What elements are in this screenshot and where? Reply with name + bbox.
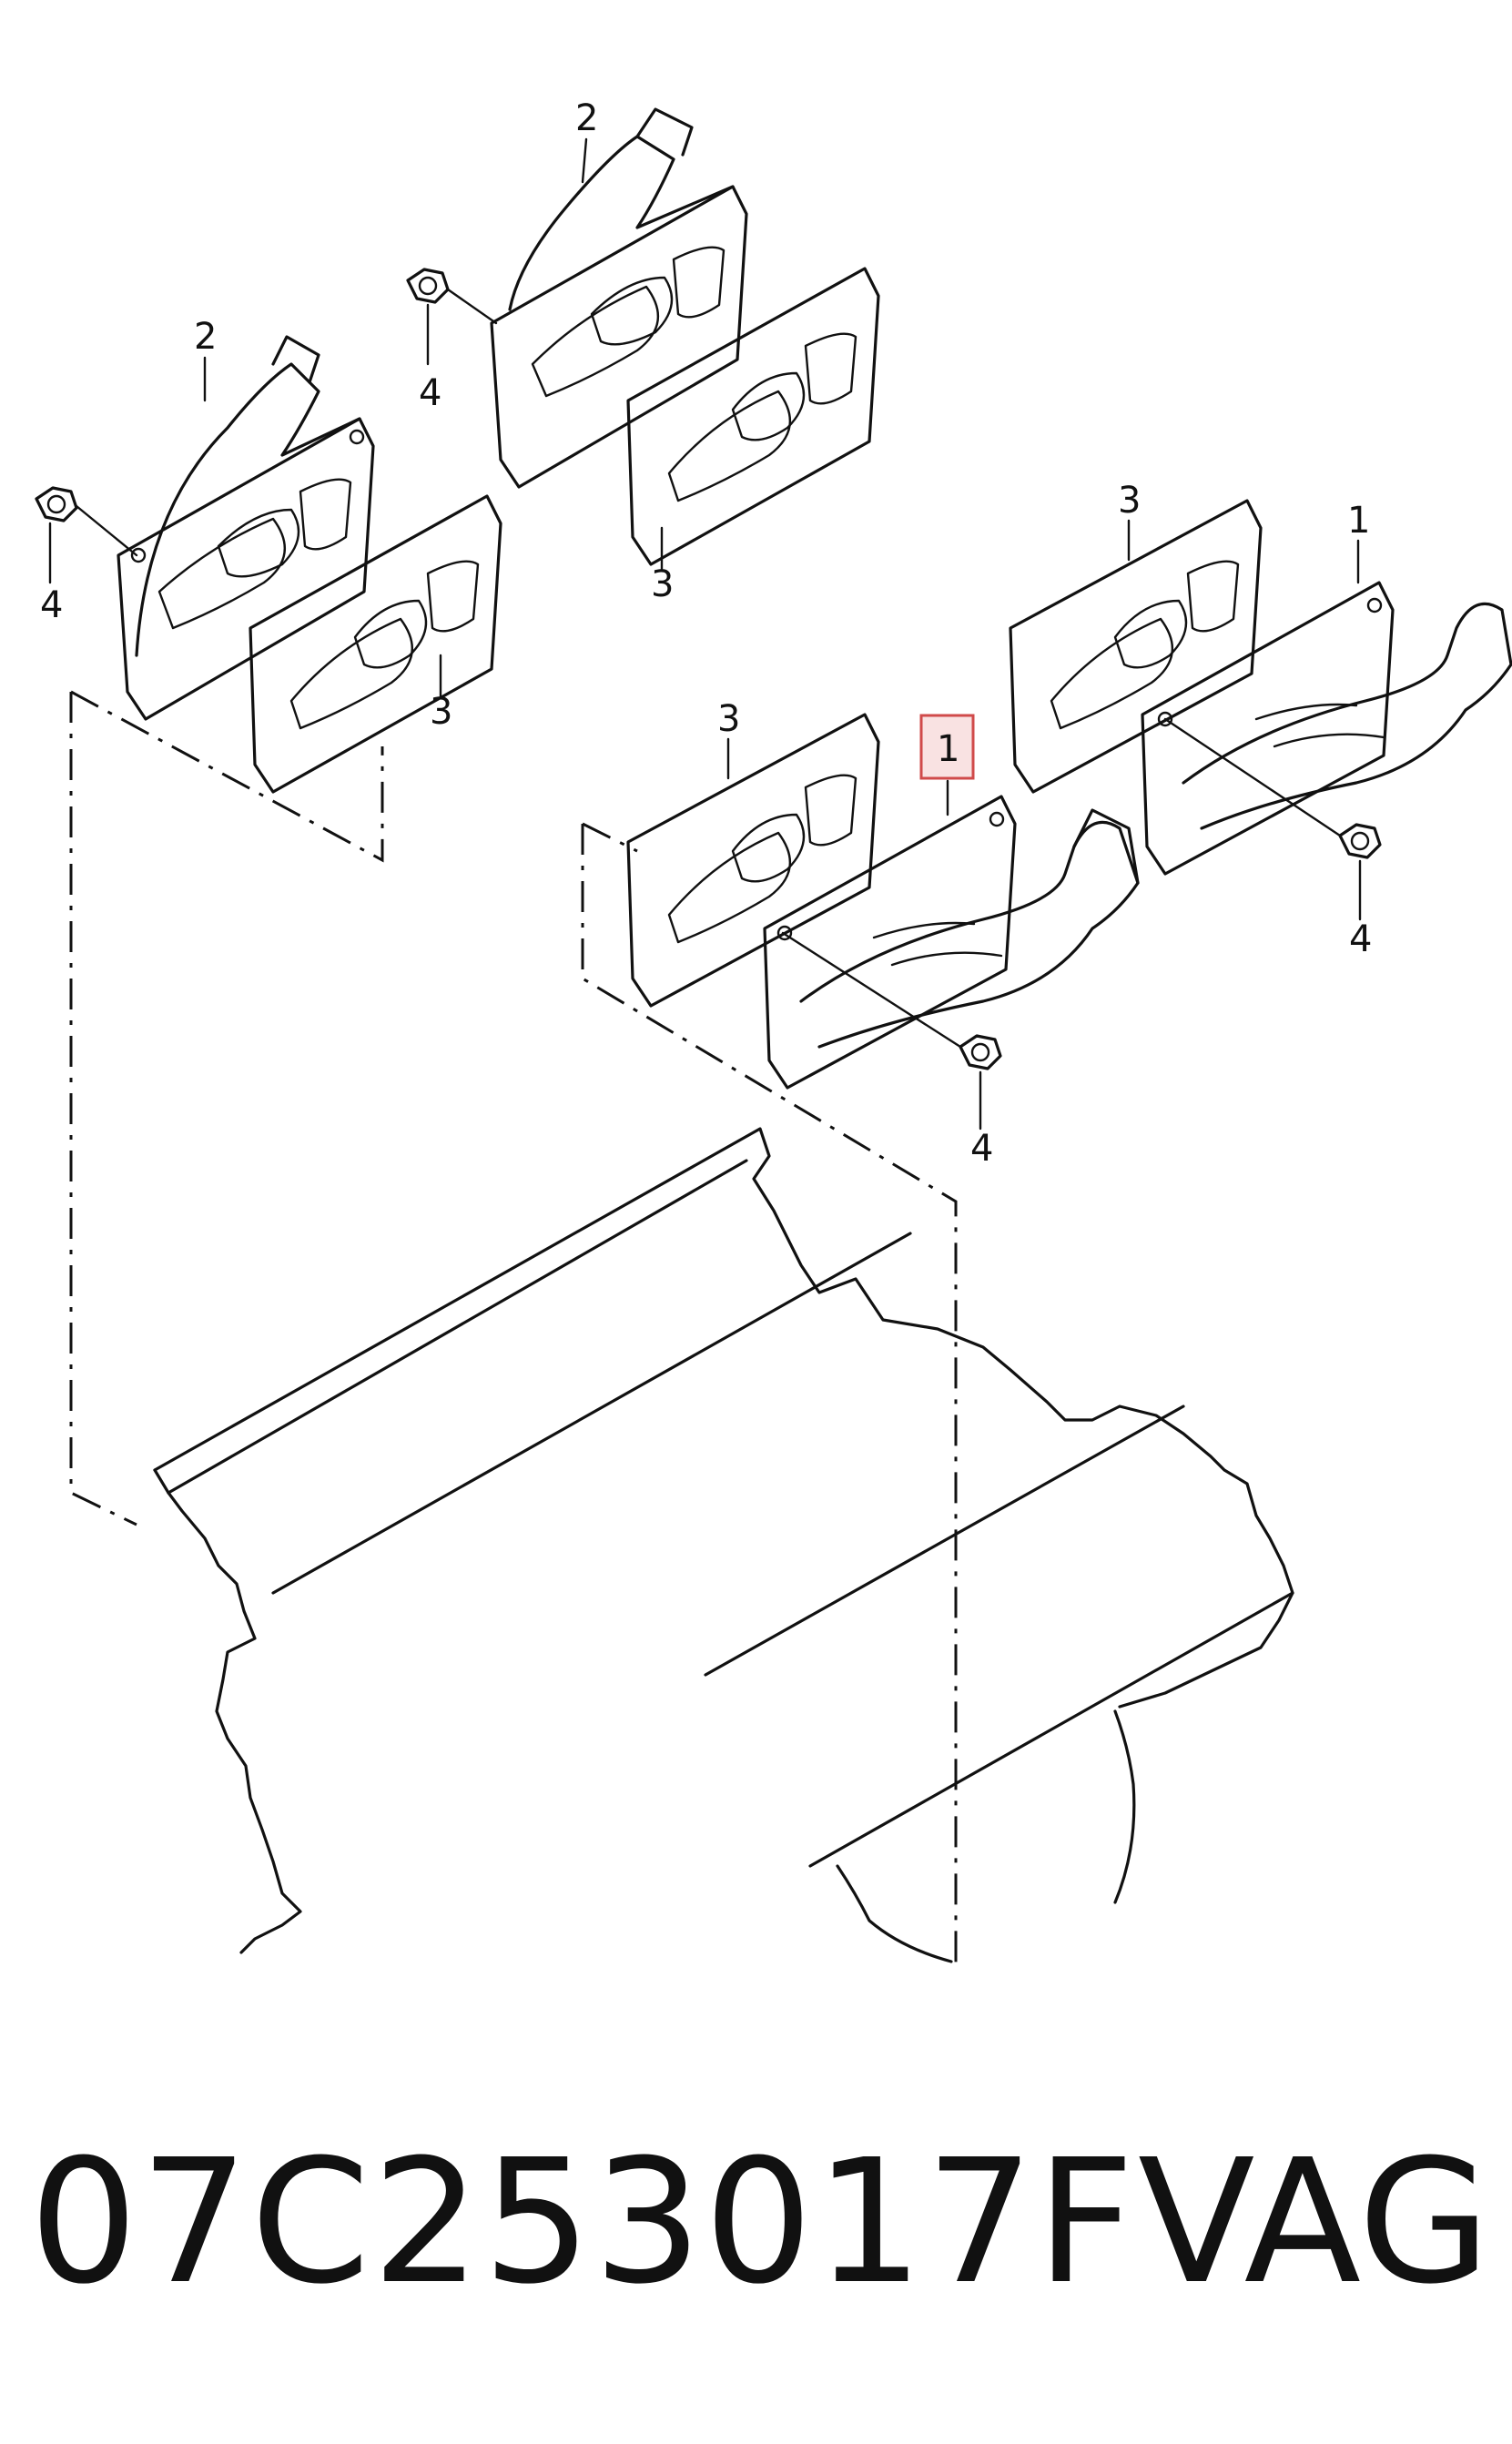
gasket-upper-middle (626, 267, 880, 566)
part-number: 07C253017F (29, 2123, 1137, 2322)
brand-label: VAG (1138, 2123, 1491, 2322)
callout-4-center: 4 (970, 1128, 993, 1170)
assembly-reference-lines (69, 690, 958, 1971)
callout-4-left: 4 (40, 584, 63, 626)
callout-2-left: 2 (194, 316, 217, 358)
callout-3-right: 3 (1118, 480, 1141, 522)
engine-head-outline (153, 1127, 1294, 1963)
callout-4-right: 4 (1349, 918, 1372, 960)
nut-center (781, 931, 1002, 1131)
callout-2-middle: 2 (575, 97, 598, 139)
manifold-upper-left (117, 335, 375, 721)
manifold-upper-middle (490, 107, 748, 489)
exhaust-manifold-exploded-diagram: 2 2 4 4 3 3 3 3 1 1 4 4 (35, 97, 1512, 1971)
callout-4-middle: 4 (419, 372, 441, 414)
highlight-box-part-1 (919, 714, 975, 780)
callout-3-middle: 3 (651, 563, 674, 605)
callout-3-center: 3 (717, 698, 740, 740)
manifold-right (1141, 581, 1512, 876)
nut-right (1163, 717, 1382, 921)
callout-labels: 2 2 4 4 3 3 3 3 1 1 4 4 (40, 97, 1372, 1170)
nut-upper-left (35, 486, 138, 584)
gasket-upper-left (249, 494, 502, 794)
callout-1-right: 1 (1347, 500, 1370, 542)
nut-upper-middle (406, 268, 498, 366)
manifold-center (763, 795, 1140, 1090)
callout-3-left: 3 (430, 691, 452, 733)
gasket-center (626, 713, 880, 1008)
callout-1-center: 1 (937, 728, 959, 770)
gasket-right (1009, 499, 1263, 794)
